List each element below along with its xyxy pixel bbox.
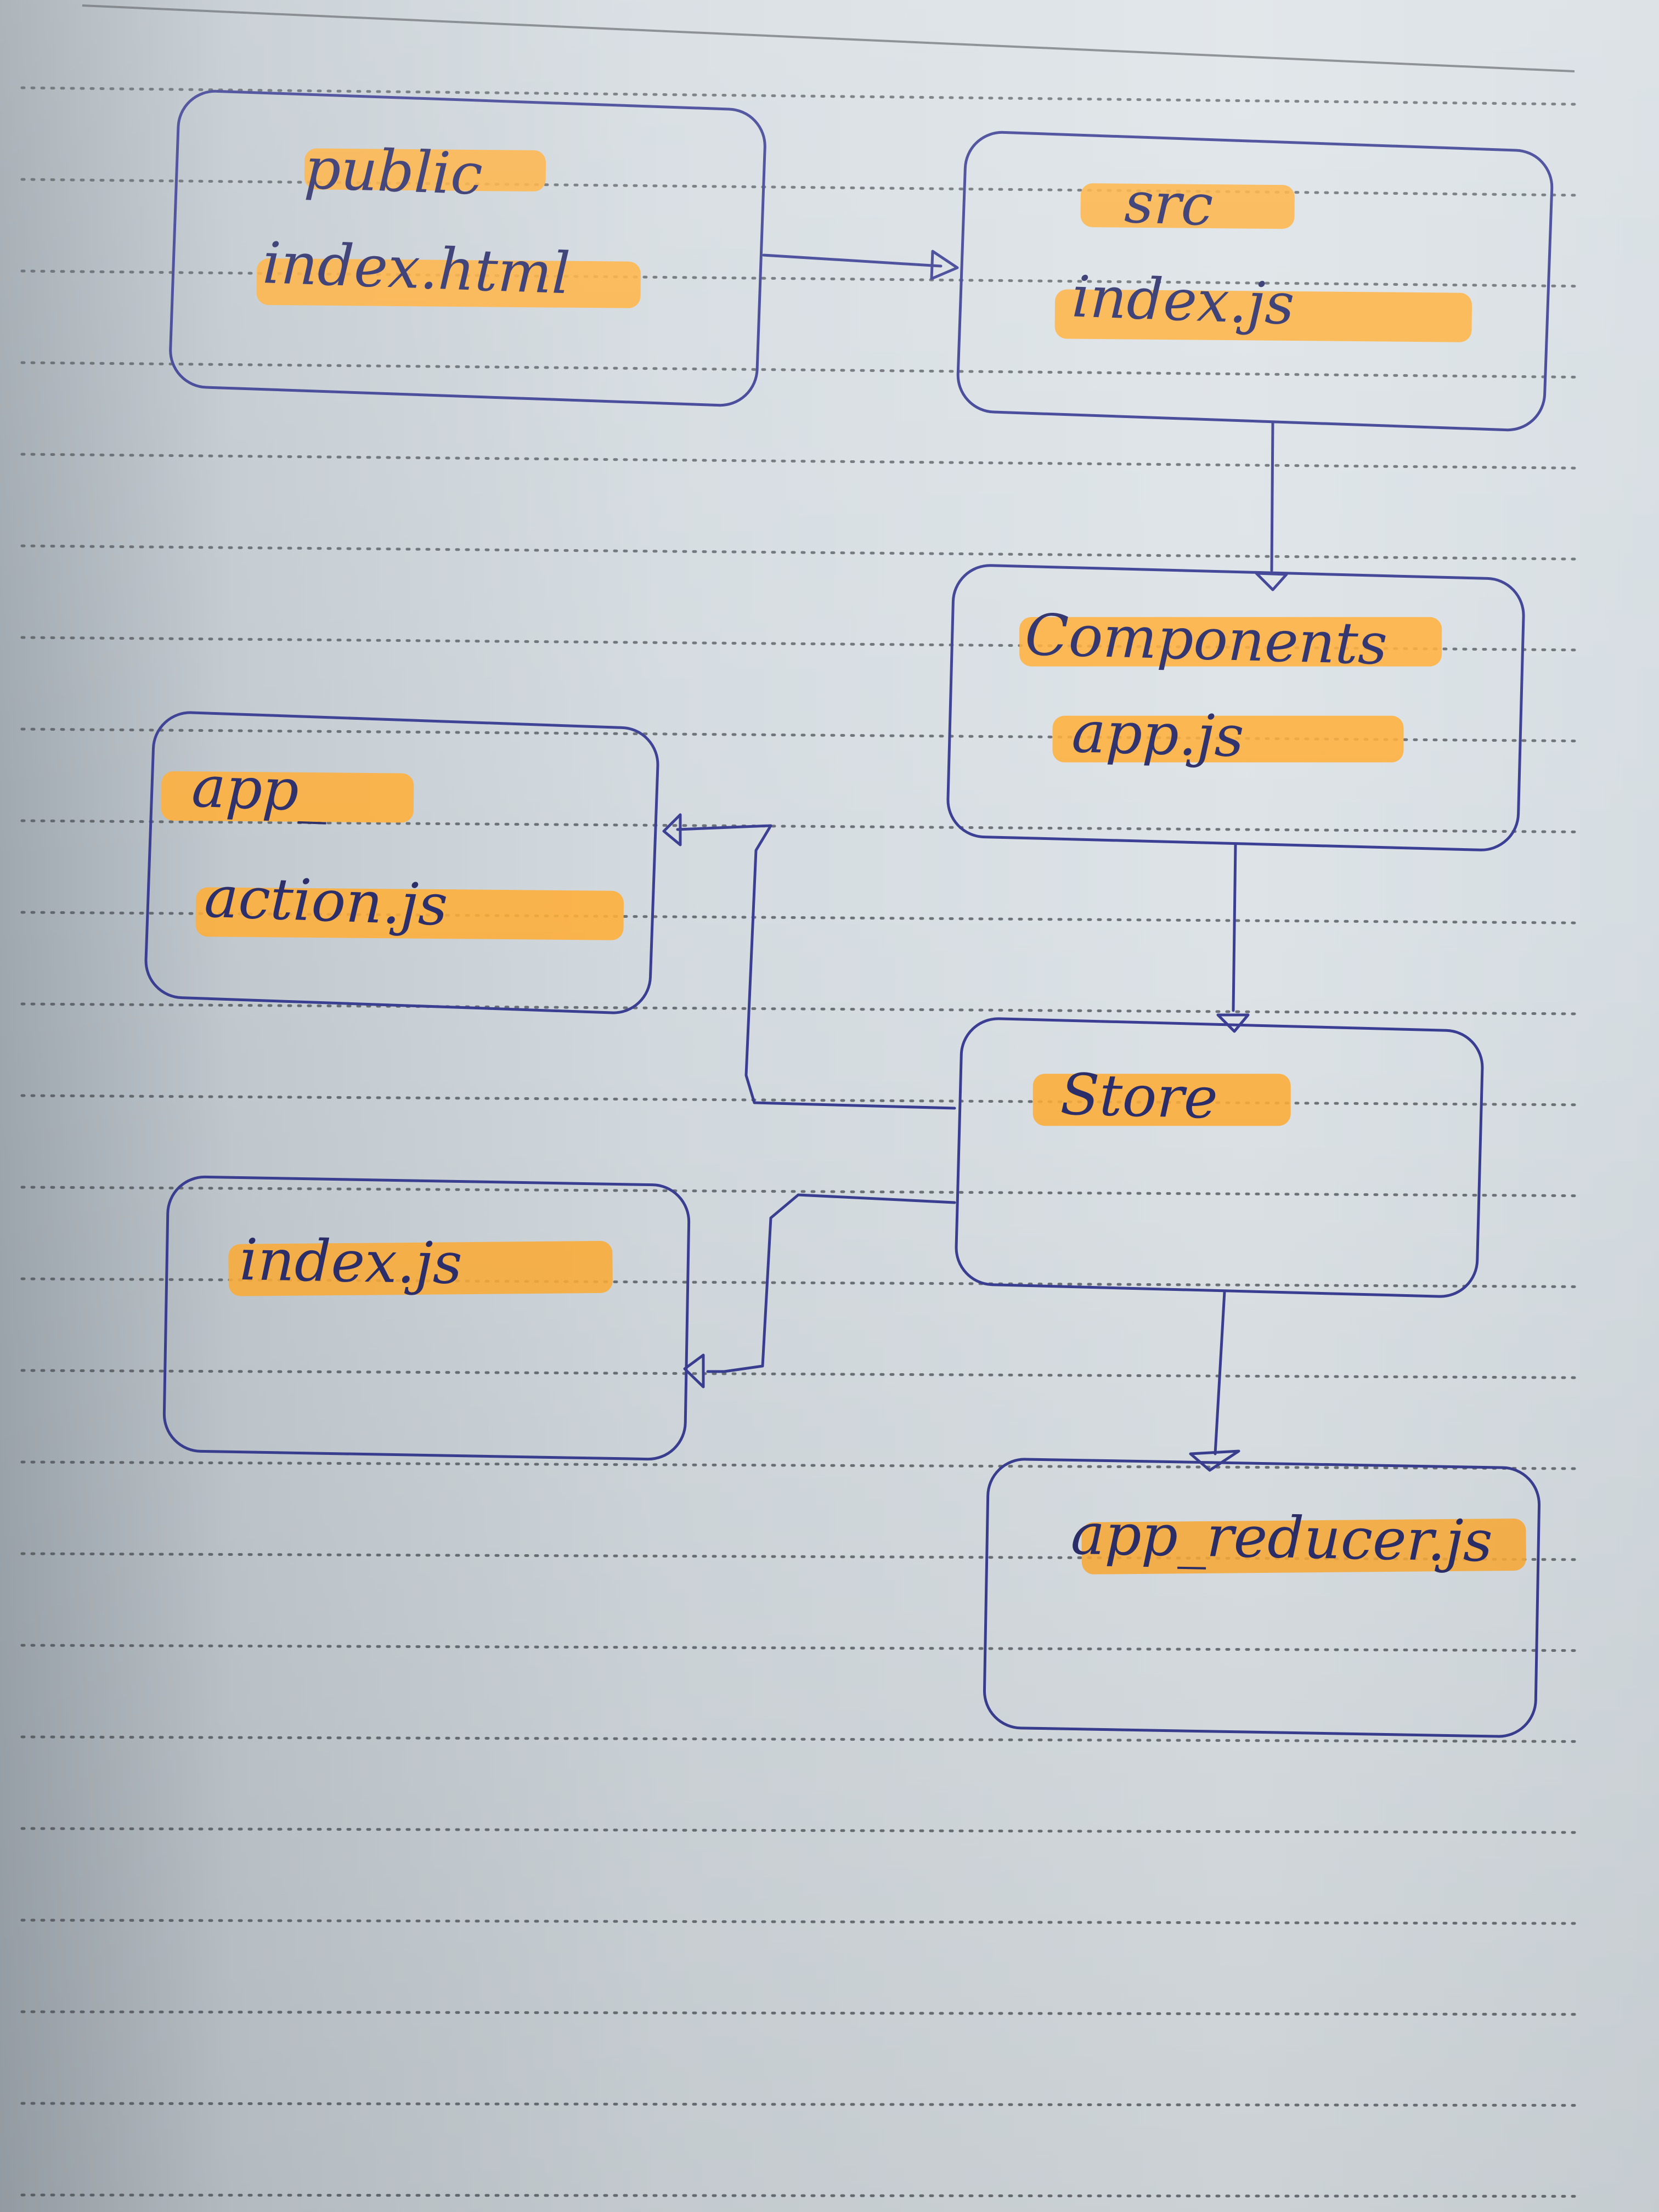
- edge-store-index-head: [683, 1353, 705, 1389]
- ruled-line: [20, 453, 1576, 470]
- edge-src-components: [1270, 421, 1274, 572]
- edge-store-reducer: [1214, 1290, 1226, 1455]
- ruled-line: [20, 1644, 1576, 1652]
- edge-store-action: [676, 824, 956, 1110]
- ruled-line: [20, 819, 1576, 833]
- ruled-line: [20, 361, 1576, 379]
- edge-src-components-head: [1255, 572, 1288, 591]
- ruled-line: [20, 2102, 1576, 2107]
- ruled-line: [20, 1094, 1576, 1107]
- edge-store-reducer-head: [1189, 1449, 1240, 1472]
- ruled-line: [20, 1186, 1576, 1198]
- ruled-line: [20, 2193, 1576, 2198]
- ruled-line: [20, 86, 1576, 106]
- ruled-line: [20, 1460, 1576, 1470]
- ruled-line: [20, 544, 1576, 561]
- edge-public-src-head: [930, 250, 959, 280]
- edge-public-src: [762, 253, 943, 268]
- ruled-line: [20, 1918, 1576, 1925]
- ruled-line: [20, 178, 1576, 197]
- ruled-line: [20, 2010, 1576, 2016]
- edge-store-index: [706, 1193, 956, 1373]
- edge-store-action-head: [662, 813, 682, 847]
- ruled-line: [20, 1002, 1576, 1015]
- edge-components-store-head: [1216, 1013, 1250, 1033]
- ruled-line: [20, 1827, 1576, 1834]
- edge-components-store: [1232, 843, 1237, 1012]
- ruled-line: [20, 1369, 1576, 1379]
- ruled-line: [20, 1735, 1576, 1743]
